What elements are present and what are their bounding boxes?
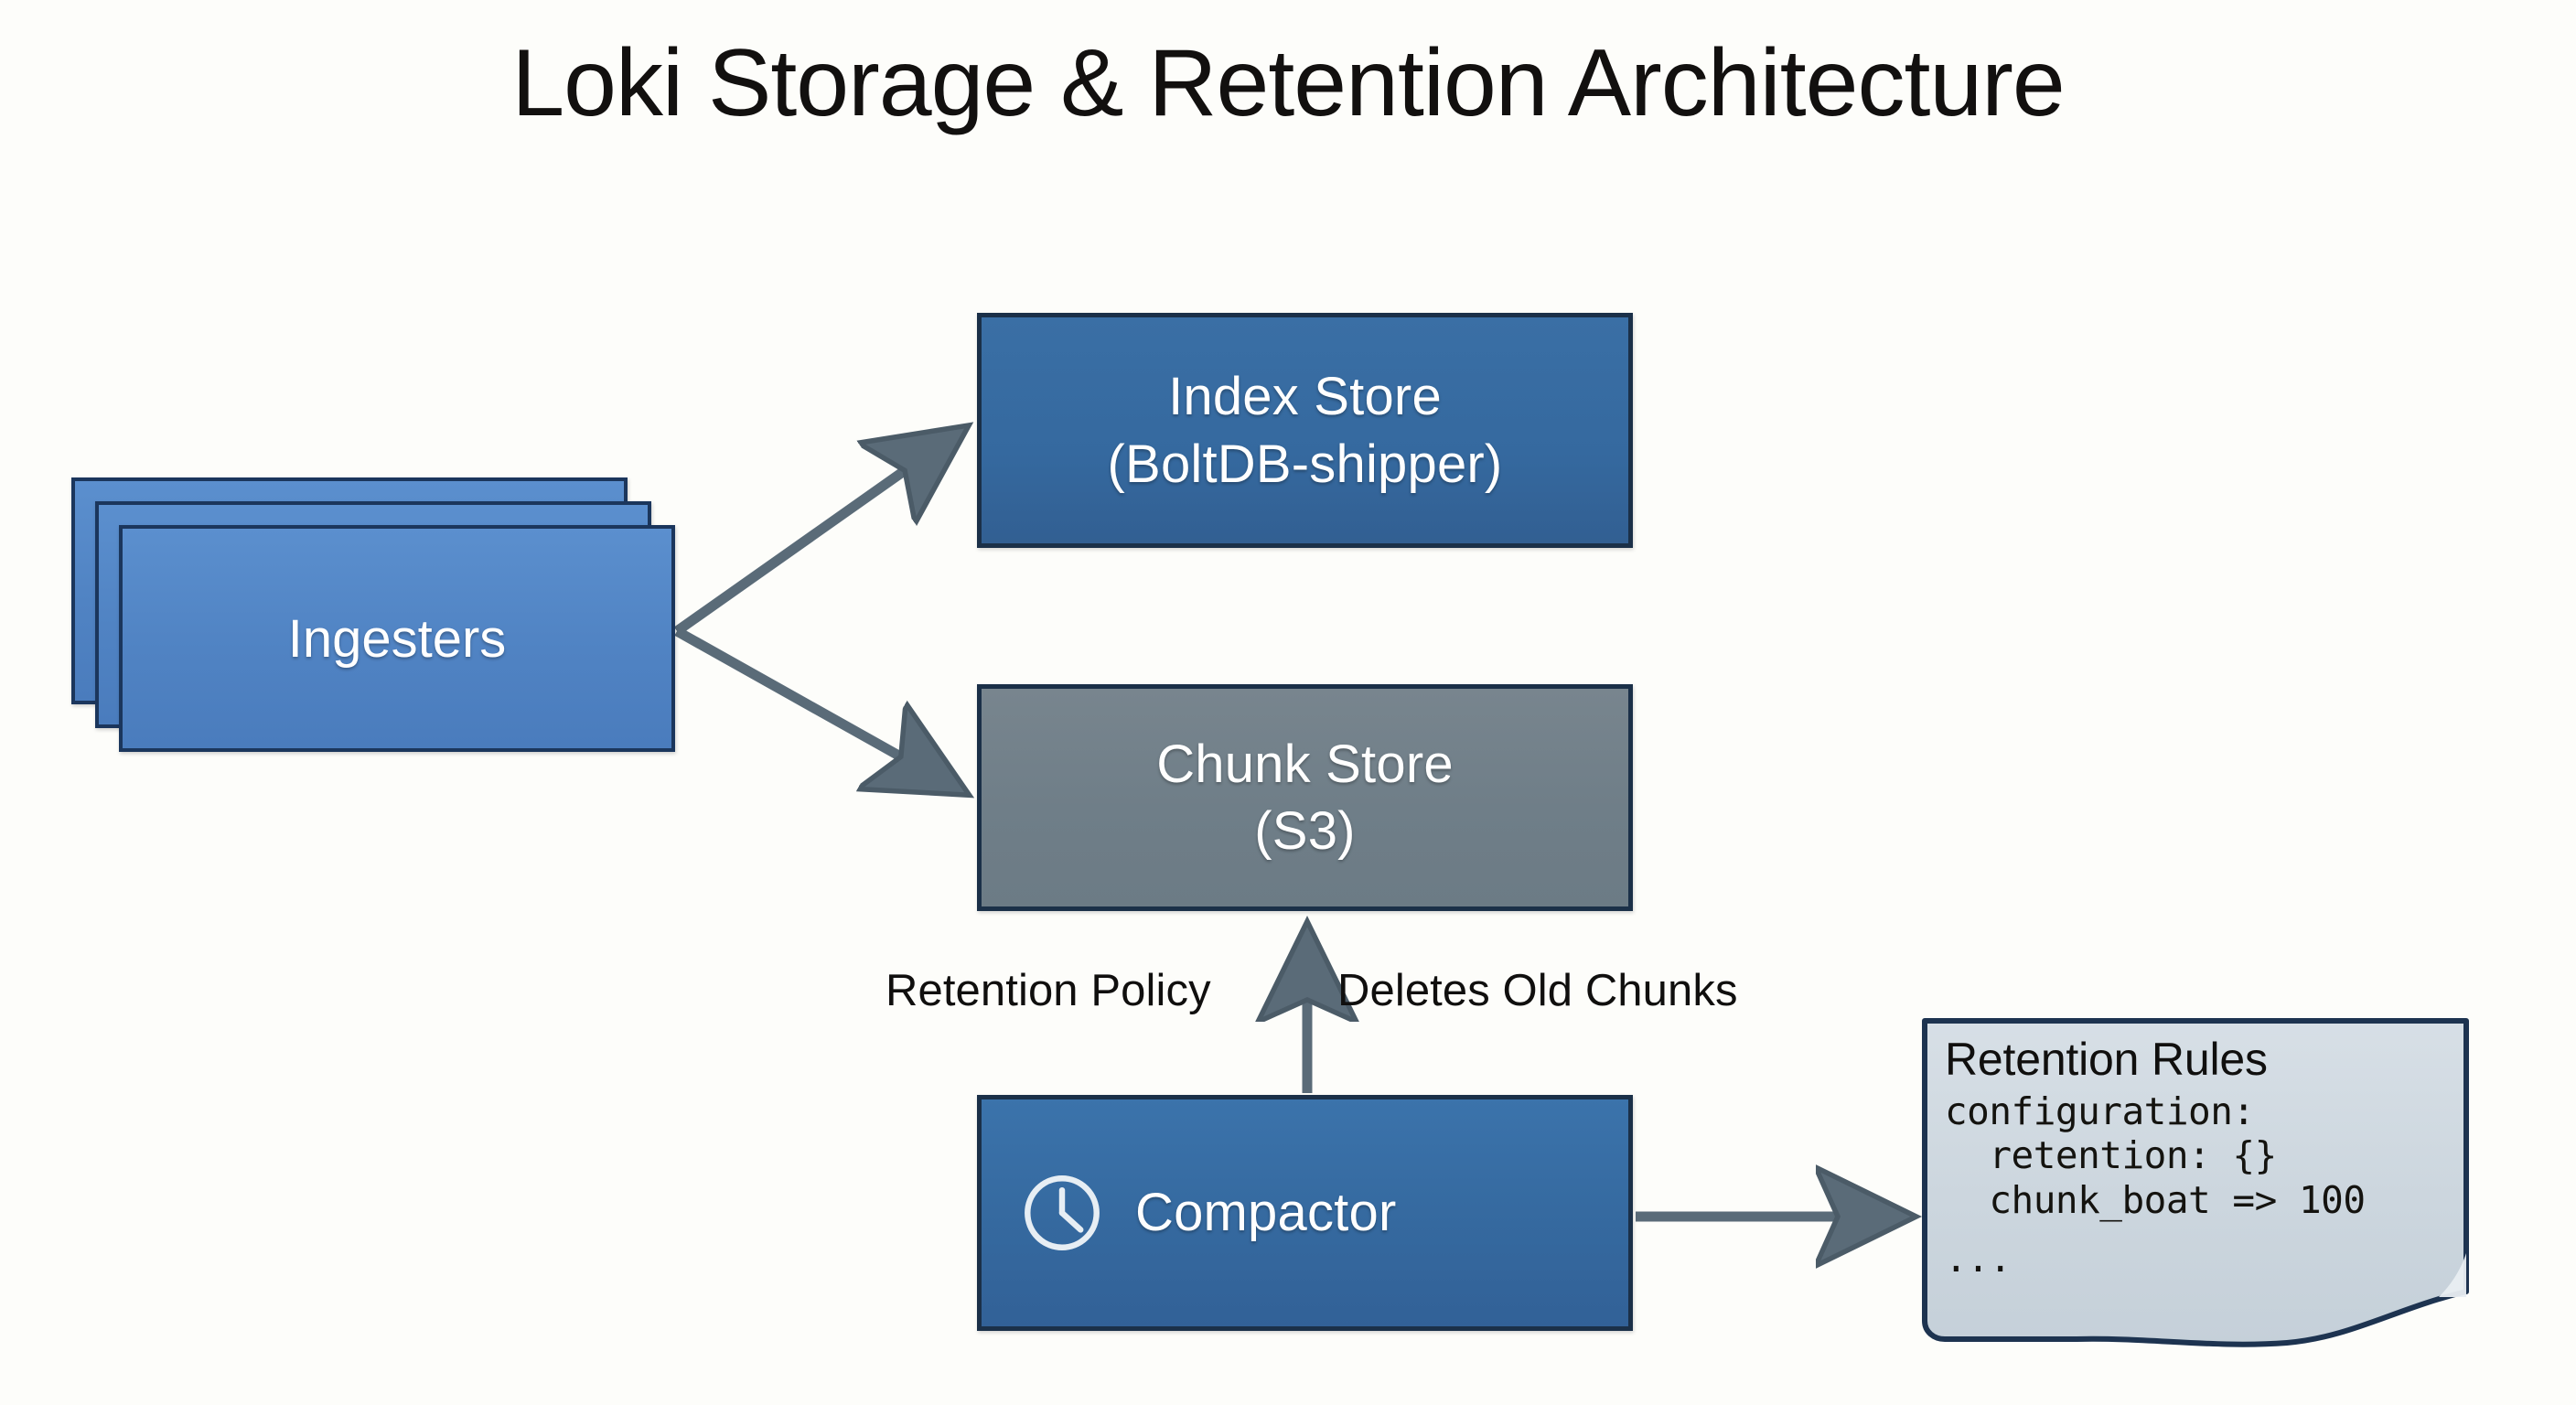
page-title: Loki Storage & Retention Architecture [511,30,2065,136]
retention-note-ellipsis: ... [1945,1237,2012,1282]
chunk-store-label-line2: (S3) [1254,801,1356,861]
retention-note-code-line-3: chunk_boat => 100 [1945,1177,2366,1222]
edge-label-retention-policy: Retention Policy [886,966,1211,1015]
retention-note-code-line-2: retention: {} [1945,1133,2277,1178]
node-compactor[interactable]: Compactor [977,1095,1633,1331]
edge-ingesters-to-index-store [673,430,962,636]
retention-note-title: Retention Rules [1945,1034,2268,1085]
retention-note-code-line-1: configuration: [1945,1089,2255,1133]
edge-ingesters-to-chunk-store [674,627,962,791]
edge-label-deletes-old-chunks: Deletes Old Chunks [1337,966,1738,1015]
node-chunk-store[interactable]: Chunk Store (S3) [977,684,1633,911]
ingesters-label: Ingesters [287,608,507,669]
index-store-label-line2: (BoltDB-shipper) [1107,434,1503,494]
chunk-store-label-line1: Chunk Store [1156,734,1454,794]
node-index-store[interactable]: Index Store (BoltDB-shipper) [977,313,1633,548]
clock-icon [1025,1175,1100,1250]
retention-note-shape [1922,1018,2469,1347]
node-retention-rules-note[interactable]: Retention Rules configuration: retention… [1921,1017,2470,1356]
ingesters-stack-sheet-front: Ingesters [119,525,675,752]
compactor-label: Compactor [1135,1183,1397,1243]
node-ingesters[interactable]: Ingesters [71,477,675,752]
index-store-label-line1: Index Store [1168,367,1442,427]
